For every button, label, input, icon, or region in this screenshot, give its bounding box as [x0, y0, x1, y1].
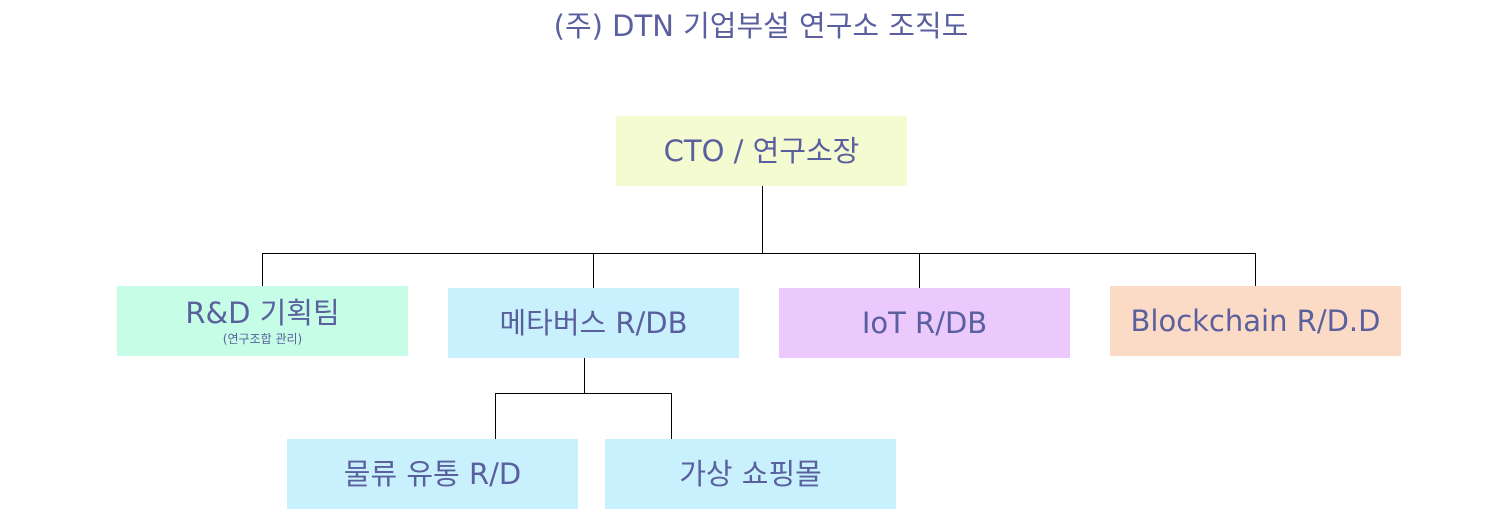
page-title: (주) DTN 기업부설 연구소 조직도 [553, 9, 969, 43]
node-metaverse: 메타버스 R/DB [448, 288, 739, 358]
node-cto-label: CTO / 연구소장 [663, 134, 860, 168]
node-iot-label: IoT R/DB [861, 306, 988, 340]
node-blockchain: Blockchain R/D.D [1110, 286, 1401, 356]
node-logistics-label: 물류 유통 R/D [343, 457, 522, 491]
node-logistics: 물류 유통 R/D [287, 439, 578, 509]
node-virtual-mall-label: 가상 쇼핑몰 [679, 457, 822, 491]
node-virtual-mall: 가상 쇼핑몰 [605, 439, 896, 509]
node-rnd-planning-label: R&D 기획팀 [185, 296, 340, 330]
node-rnd-planning: R&D 기획팀 (연구조합 관리) [117, 286, 408, 356]
node-metaverse-label: 메타버스 R/DB [499, 306, 688, 340]
node-cto: CTO / 연구소장 [616, 116, 907, 186]
node-blockchain-label: Blockchain R/D.D [1130, 304, 1381, 338]
node-iot: IoT R/DB [779, 288, 1070, 358]
node-rnd-planning-sublabel: (연구조합 관리) [222, 332, 303, 346]
